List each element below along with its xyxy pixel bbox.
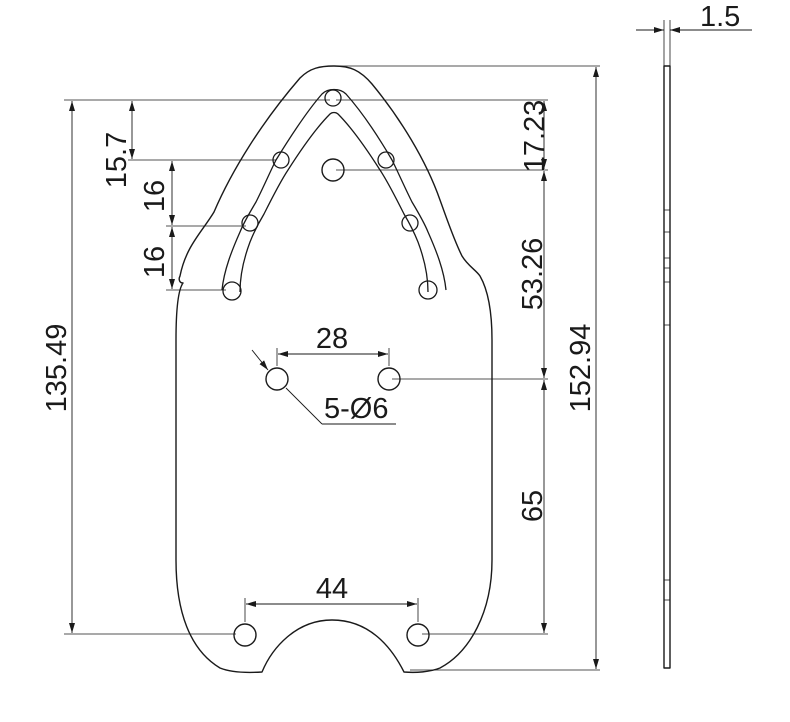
slot-outline-inner	[239, 111, 429, 293]
dim-overall-height-right: 152.94	[565, 324, 597, 413]
slot-end-right	[418, 280, 438, 300]
slot-outline-outer	[221, 88, 447, 291]
plate-outline	[175, 65, 493, 674]
slot-apex	[324, 89, 342, 107]
dim-hole-callout: 5-Ø6	[324, 393, 388, 425]
slot-notch-left-2	[241, 214, 259, 232]
dim-overall-height-left: 135.49	[41, 324, 73, 413]
slot-notch-right-1	[377, 151, 395, 169]
side-view	[636, 20, 752, 669]
hole-bottom-left	[233, 623, 257, 647]
dim-bottom-hole-spacing: 44	[316, 573, 348, 605]
dim-slot-step-1: 16	[139, 180, 171, 212]
hole-bottom-right	[406, 623, 430, 647]
dim-center-to-bottom: 65	[517, 490, 549, 522]
slot-notch-right-2	[401, 214, 419, 232]
hole-center-left	[265, 367, 289, 391]
slot-end-left	[222, 281, 242, 301]
dim-top-hole-offset: 17.23	[519, 100, 551, 173]
dim-thickness: 1.5	[700, 1, 740, 33]
dim-hole-to-center: 53.26	[517, 238, 549, 311]
dim-slot-step-2: 16	[139, 246, 171, 278]
dim-center-hole-spacing: 28	[316, 323, 348, 355]
dim-slot-top-offset: 15.7	[101, 132, 133, 188]
